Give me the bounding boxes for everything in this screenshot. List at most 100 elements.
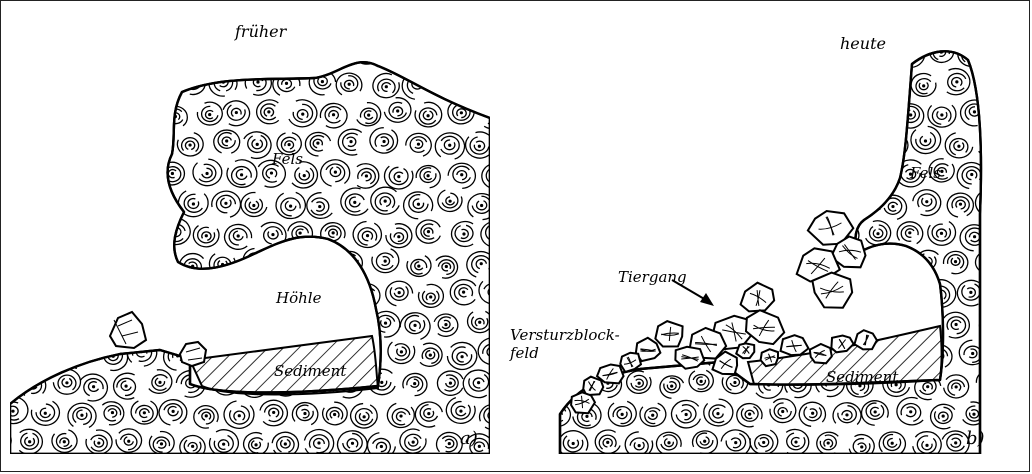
rock-nodule bbox=[36, 345, 61, 370]
rock-nodule bbox=[145, 129, 172, 154]
panel-title-frueher: früher bbox=[235, 24, 286, 40]
label-boulder-field-line1: Versturzblock- bbox=[510, 328, 620, 343]
rock-nodule bbox=[50, 193, 79, 218]
rock-nodule bbox=[721, 193, 750, 219]
rock-nodule bbox=[95, 101, 122, 126]
rock-nodule bbox=[687, 130, 714, 156]
rock-nodule bbox=[195, 41, 219, 63]
rock-nodule bbox=[33, 103, 60, 130]
rock-nodule bbox=[576, 97, 604, 123]
rock-nodule bbox=[526, 133, 556, 158]
rock-nodule bbox=[545, 219, 575, 246]
rock-nodule bbox=[991, 342, 1016, 367]
rock-nodule bbox=[595, 78, 620, 97]
rock-nodule bbox=[52, 249, 79, 275]
rock-nodule bbox=[767, 225, 792, 248]
rock-nodule bbox=[387, 45, 412, 67]
rock-nodule bbox=[817, 72, 841, 95]
rock-nodule bbox=[82, 191, 108, 215]
rock-nodule bbox=[1010, 311, 1020, 336]
rock-nodule bbox=[656, 130, 686, 157]
rock-nodule bbox=[993, 161, 1020, 183]
rock-nodule bbox=[733, 161, 763, 188]
rock-nodule bbox=[81, 70, 109, 96]
rock-nodule bbox=[96, 161, 121, 182]
rock-nodule bbox=[10, 284, 27, 308]
rock-nodule bbox=[752, 250, 778, 274]
rock-nodule bbox=[67, 42, 91, 65]
rock-nodule bbox=[738, 42, 764, 65]
rock-nodule bbox=[520, 434, 525, 454]
rock-nodule bbox=[10, 255, 16, 280]
rock-nodule bbox=[144, 309, 172, 335]
rock-nodule bbox=[99, 221, 126, 248]
rock-nodule bbox=[541, 43, 570, 70]
rock-nodule bbox=[605, 225, 633, 250]
rock-nodule bbox=[621, 192, 651, 219]
rock-nodule bbox=[84, 311, 109, 334]
rock-nodule bbox=[721, 74, 750, 97]
label-boulder-field-line2: feld bbox=[510, 346, 539, 361]
rock-nodule bbox=[37, 225, 61, 247]
rock-nodule bbox=[672, 219, 697, 242]
rock-nodule bbox=[527, 429, 553, 453]
rock-nodule bbox=[558, 192, 584, 218]
rock-nodule bbox=[541, 279, 569, 305]
rock-nodule bbox=[833, 160, 856, 187]
rock-nodule bbox=[576, 222, 605, 248]
rock-nodule bbox=[520, 42, 541, 69]
rock-nodule bbox=[659, 190, 684, 214]
rock-nodule bbox=[786, 129, 814, 155]
rock-nodule bbox=[958, 41, 983, 66]
rock-nodule bbox=[543, 345, 570, 370]
rock-nodule bbox=[81, 254, 104, 277]
rock-nodule bbox=[990, 99, 1018, 125]
rock-nodule bbox=[562, 72, 586, 94]
rock-nodule bbox=[993, 41, 1019, 66]
rock-nodule bbox=[255, 41, 284, 68]
rock-nodule bbox=[162, 283, 187, 306]
rock-nodule bbox=[784, 68, 814, 95]
rock-nodule bbox=[766, 159, 794, 186]
rock-nodule bbox=[146, 72, 173, 98]
rock-nodule bbox=[798, 43, 822, 65]
rock-nodule bbox=[167, 42, 189, 65]
rock-nodule bbox=[625, 314, 652, 338]
rock-nodule bbox=[660, 70, 684, 95]
rock-nodule bbox=[816, 133, 845, 160]
rock-nodule bbox=[735, 99, 759, 122]
rock-nodule bbox=[439, 74, 462, 98]
rock-nodule bbox=[520, 134, 526, 159]
rock-nodule bbox=[466, 72, 490, 97]
rock-nodule bbox=[98, 281, 122, 302]
panel-heute: heute Fels Tiergang Versturzblock- feld … bbox=[520, 14, 1020, 454]
rock-nodule bbox=[520, 284, 538, 309]
rock-nodule bbox=[67, 279, 97, 306]
boulder bbox=[110, 312, 146, 348]
rock-nodule bbox=[20, 193, 50, 217]
rock-nodule bbox=[675, 161, 698, 183]
rock-nodule bbox=[755, 74, 781, 97]
rock-nodule bbox=[676, 44, 697, 69]
rock-nodule bbox=[801, 158, 830, 184]
rock-nodule bbox=[26, 309, 48, 334]
rock-nodule bbox=[520, 252, 523, 274]
rock-nodule bbox=[66, 101, 91, 126]
rock-nodule bbox=[702, 43, 727, 66]
rock-nodule bbox=[545, 101, 575, 128]
rock-nodule bbox=[352, 40, 381, 64]
rock-nodule bbox=[847, 129, 873, 153]
rock-nodule bbox=[577, 284, 602, 307]
rock-nodule bbox=[640, 40, 665, 63]
rock-nodule bbox=[529, 69, 557, 95]
rock-nodule bbox=[520, 98, 538, 125]
rock-nodule bbox=[10, 103, 29, 124]
rock-nodule bbox=[704, 162, 732, 188]
rock-nodule bbox=[1014, 429, 1020, 454]
rock-nodule bbox=[591, 189, 620, 216]
rock-nodule bbox=[992, 401, 1018, 425]
rock-nodule bbox=[114, 68, 143, 95]
rock-nodule bbox=[37, 39, 60, 65]
panel-heute-drawing bbox=[520, 14, 1020, 454]
rock-nodule bbox=[63, 160, 90, 184]
